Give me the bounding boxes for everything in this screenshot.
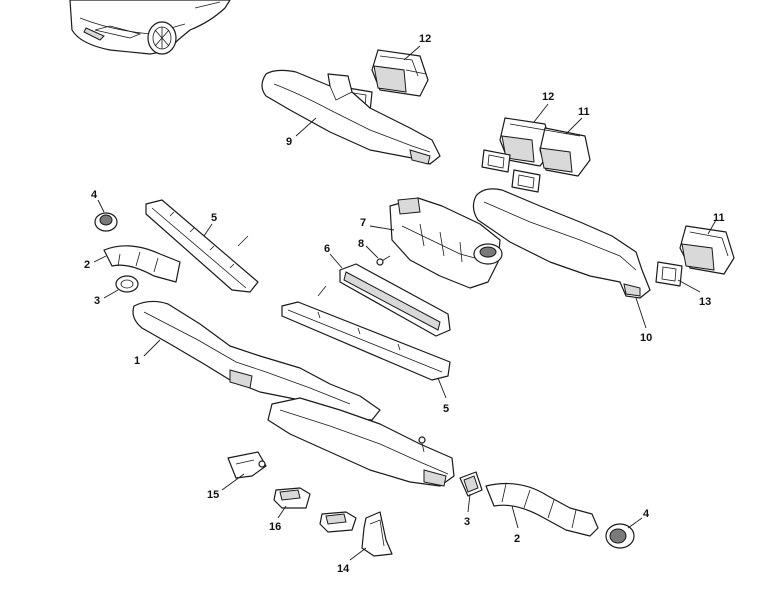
callout-4-a: 4: [91, 189, 98, 201]
callout-5-a: 5: [211, 212, 217, 224]
callout-9: 9: [286, 136, 292, 148]
part-7-distribution-box: [389, 197, 503, 289]
part-16-clip-b: [319, 511, 357, 533]
callout-5-b: 5: [443, 403, 449, 415]
callout-2-b: 2: [514, 533, 520, 545]
part-5-trim-lower: [281, 285, 451, 381]
part-2-hose-lower: [485, 482, 599, 537]
callout-8: 8: [358, 238, 364, 250]
callout-1: 1: [134, 355, 140, 367]
part-8-small-screw-lower: [418, 436, 426, 453]
part-16-clip: [273, 487, 311, 509]
part-6-middle-panel: [339, 263, 451, 337]
callout-15: 15: [207, 489, 219, 501]
part-11-vent-right: [679, 225, 735, 275]
callout-11-a: 11: [578, 106, 590, 118]
callout-3-b: 3: [464, 516, 470, 528]
part-12-vent-top: [371, 49, 429, 97]
callout-12-b: 12: [542, 91, 554, 103]
part-8-screw: [376, 255, 391, 266]
callout-13: 13: [699, 296, 711, 308]
part-2-hose-upper: [103, 245, 181, 283]
part-12-11-vent-pair: [481, 117, 591, 193]
part-5-trim-upper: [145, 199, 259, 293]
part-14-cover: [361, 511, 393, 557]
callout-6: 6: [324, 243, 330, 255]
part-10-right-duct: [472, 188, 651, 299]
callout-7: 7: [360, 217, 366, 229]
callout-2-a: 2: [84, 259, 90, 271]
callouts: 12 9 12 11 4 5 7 8 6 2 3 11 13 10 1 5 15: [84, 33, 725, 575]
callout-12-a: 12: [419, 33, 431, 45]
callout-11-b: 11: [713, 212, 725, 224]
part-4-ring-lower: [605, 523, 635, 549]
callout-10: 10: [640, 332, 652, 344]
part-13-gasket-right: [655, 261, 683, 287]
part-3-clamp-upper: [115, 275, 139, 293]
callout-3-a: 3: [94, 295, 100, 307]
callout-14: 14: [337, 563, 350, 575]
callout-4-b: 4: [643, 508, 650, 520]
part-15-bracket: [227, 451, 267, 479]
part-3-clamp-lower: [459, 471, 483, 497]
part-9-upper-duct: [261, 69, 441, 165]
car-thumbnail: [69, 0, 231, 55]
callout-16: 16: [269, 521, 281, 533]
part-1-main-duct: [132, 300, 455, 487]
part-4-ring-upper: [94, 212, 118, 232]
